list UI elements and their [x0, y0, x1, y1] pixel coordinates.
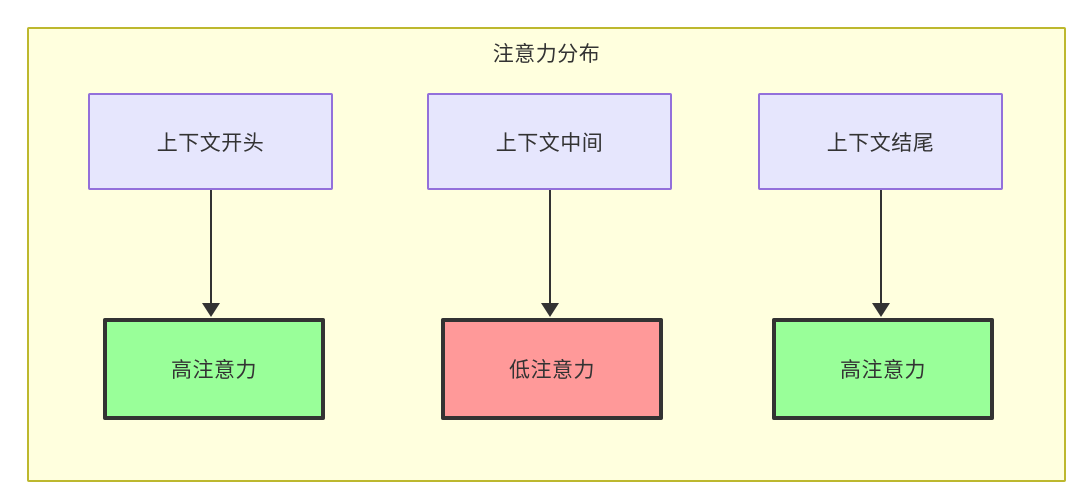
node-high-attention-end-label: 高注意力: [840, 359, 926, 382]
node-context-middle[interactable]: 上下文中间: [427, 93, 672, 190]
connector-line-context-end: [880, 190, 882, 303]
diagram-title: 注意力分布: [492, 43, 601, 66]
node-low-attention-middle[interactable]: 低注意力: [441, 318, 663, 420]
connector-line-context-middle: [549, 190, 551, 303]
arrow-head-icon: [872, 303, 890, 317]
node-high-attention-start[interactable]: 高注意力: [103, 318, 325, 420]
node-context-start-label: 上下文开头: [156, 131, 265, 155]
node-low-attention-middle-label: 低注意力: [509, 359, 595, 382]
arrow-head-icon: [541, 303, 559, 317]
connector-line-context-start: [210, 190, 212, 303]
node-high-attention-start-label: 高注意力: [171, 359, 257, 382]
node-context-start[interactable]: 上下文开头: [88, 93, 333, 190]
node-high-attention-end[interactable]: 高注意力: [772, 318, 994, 420]
arrow-head-icon: [202, 303, 220, 317]
node-context-middle-label: 上下文中间: [495, 131, 604, 155]
node-context-end-label: 上下文结尾: [826, 131, 935, 155]
node-context-end[interactable]: 上下文结尾: [758, 93, 1003, 190]
